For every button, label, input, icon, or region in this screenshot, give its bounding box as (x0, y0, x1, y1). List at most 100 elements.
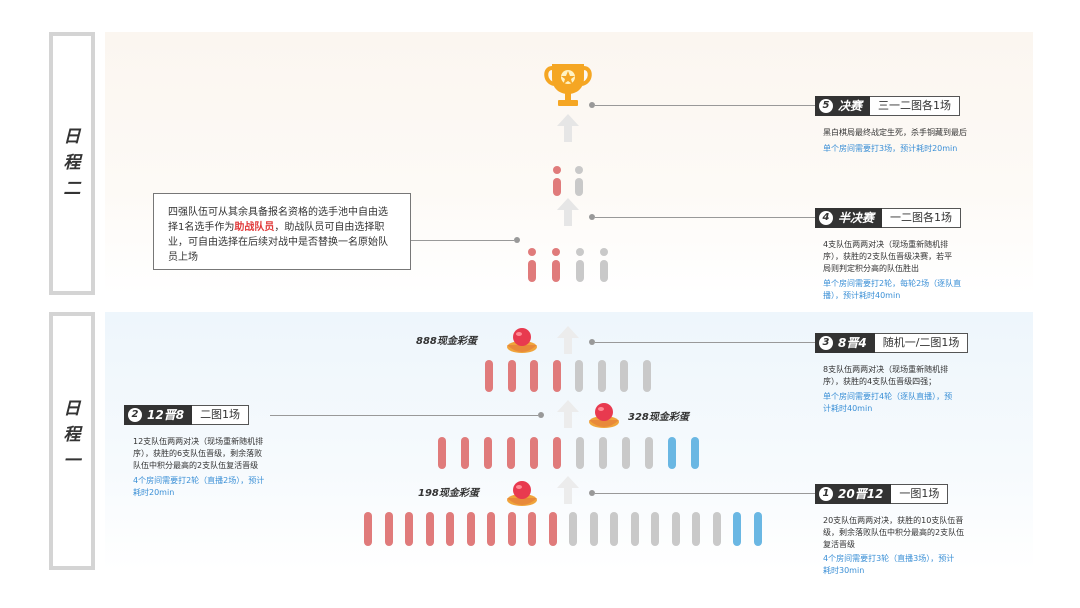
team-marker-top20-eliminated (384, 512, 393, 546)
stage-number: 2 (128, 408, 142, 422)
team-marker-top20-remaining (630, 512, 639, 546)
team-marker-top20-remaining (589, 512, 598, 546)
team-marker-top12-eliminated (529, 437, 538, 469)
day-1-char-2: 程 (63, 425, 81, 445)
connector-line-top12 (270, 415, 538, 416)
up-arrow-icon (557, 198, 579, 226)
team-marker-top8-remaining (642, 360, 651, 392)
stage-number: 3 (819, 336, 833, 350)
team-marker-top8-remaining (597, 360, 606, 392)
team-marker-top20-eliminated (425, 512, 434, 546)
connector-line-semi (595, 217, 815, 218)
team-marker-top20-remaining (651, 512, 660, 546)
stage-final-label: 5 决赛 三一二图各1场 (815, 96, 961, 116)
team-marker-top12-eliminated (506, 437, 515, 469)
team-marker-dot-semi-remaining (600, 248, 608, 256)
team-marker-top8-eliminated (507, 360, 516, 392)
egg-bowl-icon (589, 403, 619, 428)
day-2-char-3: 二 (63, 179, 81, 199)
day-tab-2: 日 程 二 (49, 32, 95, 295)
note-text-before: 四强队伍可从其余具备报名资格的选手池中自由选择1名选手作为 (168, 207, 388, 233)
connector-line-final (595, 105, 815, 106)
team-marker-dot-semi-eliminated (528, 248, 536, 256)
stage-name: 8晋4 (838, 336, 867, 350)
team-marker-top8-eliminated (485, 360, 494, 392)
team-marker-top12-eliminated (552, 437, 561, 469)
team-marker-top20-remaining (610, 512, 619, 546)
team-marker-top20-eliminated (364, 512, 373, 546)
team-marker-top12-remaining (575, 437, 584, 469)
stage-number: 1 (819, 487, 833, 501)
stage-name: 决赛 (838, 99, 863, 113)
stage-name: 20晋12 (838, 487, 884, 501)
support-player-note: 四强队伍可从其余具备报名资格的选手池中自由选择1名选手作为助战队员，助战队员可自… (153, 193, 411, 270)
team-marker-semi-eliminated (552, 260, 560, 282)
egg-888-label: 888现金彩蛋 (416, 336, 477, 347)
team-marker-semi-eliminated (528, 260, 536, 282)
team-marker-top12-remaining (621, 437, 630, 469)
up-arrow-icon (557, 476, 579, 504)
day-tab-1: 日 程 一 (49, 312, 95, 570)
team-marker-top20-eliminated (507, 512, 516, 546)
stage-name: 半决赛 (838, 211, 875, 225)
stage-semi-desc: 4支队伍两两对决（现场重新随机排 序），获胜的2支队伍晋级决赛，若平 局则判定积… (823, 240, 962, 300)
team-marker-top12-remaining (644, 437, 653, 469)
team-marker-top12-remaining (598, 437, 607, 469)
up-arrow-icon (557, 400, 579, 428)
connector-line-note (411, 240, 514, 241)
connector-line-top8 (595, 342, 815, 343)
up-arrow-icon (557, 326, 579, 354)
connector-dot-final (589, 102, 595, 108)
team-marker-dot-final-remaining (575, 166, 583, 174)
up-arrow-icon (557, 114, 579, 142)
stage-top8-desc: 8支队伍两两对决（现场重新随机排 序），获胜的4支队伍晋级四强； 单个房间需要打… (823, 365, 953, 413)
team-marker-semi-remaining (576, 260, 584, 282)
team-marker-top8-eliminated (552, 360, 561, 392)
stage-top12-desc: 12支队伍两两对决（现场重新随机排 序），获胜的6支队伍晋级，剩余落败 队伍中积… (133, 437, 265, 497)
team-marker-dot-semi-eliminated (552, 248, 560, 256)
stage-top20-label: 1 20晋12 一图1场 (815, 484, 949, 504)
team-marker-top20-eliminated (548, 512, 557, 546)
stage-format: 三一二图各1场 (870, 96, 961, 116)
note-highlight: 助战队员 (234, 222, 275, 233)
team-marker-semi-remaining (600, 260, 608, 282)
stage-top8-label: 3 8晋4 随机一/二图1场 (815, 333, 969, 353)
connector-dot-top20 (589, 490, 595, 496)
team-marker-top20-eliminated (446, 512, 455, 546)
connector-dot-semi (589, 214, 595, 220)
day-2-char-2: 程 (63, 153, 81, 173)
stage-format: 随机一/二图1场 (874, 333, 969, 353)
connector-line-top20 (595, 493, 815, 494)
team-marker-top20-remaining (569, 512, 578, 546)
trophy-icon (544, 64, 592, 106)
team-marker-top20-eliminated (487, 512, 496, 546)
stage-final-desc: 黑白棋局最终战定生死，杀手铜藏到最后 单个房间需要打3场，预计耗时20min (823, 128, 967, 153)
team-marker-top12-eliminated (483, 437, 492, 469)
team-marker-top20-remaining (671, 512, 680, 546)
note-text-after: ，助战队员可自由选择职业，可自由选择在后续对战中是否替换一名原始队员上场 (168, 222, 388, 263)
team-marker-top20-eliminated (528, 512, 537, 546)
egg-bowl-icon (507, 328, 537, 353)
team-marker-top8-remaining (575, 360, 584, 392)
connector-dot-top12 (538, 412, 544, 418)
egg-bowl-icon (507, 481, 537, 506)
day-1-char-3: 一 (63, 451, 81, 471)
day-1-panel (105, 312, 1033, 570)
team-marker-top12-revived (690, 437, 699, 469)
team-marker-dot-semi-remaining (576, 248, 584, 256)
day-1-char-1: 日 (63, 399, 81, 419)
team-marker-top20-remaining (712, 512, 721, 546)
team-marker-top20-remaining (692, 512, 701, 546)
stage-format: 一二图各1场 (882, 208, 962, 228)
team-marker-top20-eliminated (405, 512, 414, 546)
stage-number: 5 (819, 99, 833, 113)
team-marker-top20-eliminated (466, 512, 475, 546)
team-marker-dot-final-eliminated (553, 166, 561, 174)
stage-format: 二图1场 (192, 405, 250, 425)
stage-format: 一图1场 (891, 484, 949, 504)
day-2-char-1: 日 (63, 127, 81, 147)
team-marker-top8-eliminated (530, 360, 539, 392)
team-marker-final-eliminated (553, 178, 561, 196)
